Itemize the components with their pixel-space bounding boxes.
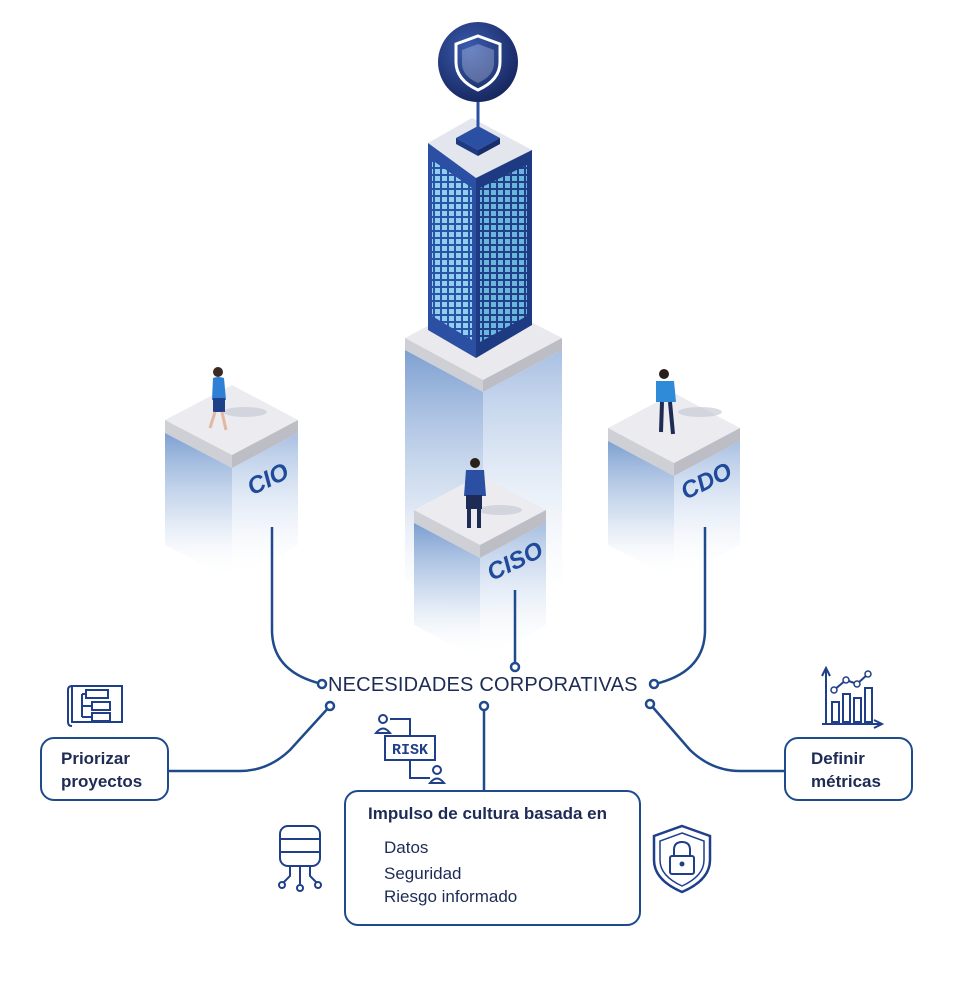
ciso-pillar [414,475,546,660]
flowchart-icon [67,685,123,727]
building-tower [428,100,532,358]
priorizar-proyectos-box: Priorizar proyectos [40,737,169,801]
priorizar-line-2: proyectos [61,772,143,791]
lock-shield-icon [652,824,712,894]
definir-line-1: Definir [811,749,865,768]
impulso-item-riesgo: Riesgo informado [384,887,518,906]
cio-pillar [165,385,298,580]
connector-nodes [316,661,660,712]
impulso-item-seguridad: Seguridad [384,864,462,883]
cio-person [208,367,228,431]
impulso-cultura-box: Impulso de cultura basada en Datos Segur… [344,790,641,926]
risk-icon: RISK [373,714,447,784]
risk-icon-label: RISK [392,742,428,759]
definir-line-2: métricas [811,772,881,791]
central-label: NECESIDADES CORPORATIVAS [328,674,638,696]
priorizar-line-1: Priorizar [61,749,130,768]
database-icon [278,825,322,892]
ciso-person [464,458,486,528]
definir-metricas-box: Definir métricas [784,737,913,801]
impulso-item-datos: Datos [384,838,429,857]
impulso-title: Impulso de cultura basada en [368,804,608,823]
connector-lines [169,527,784,790]
bar-chart-icon [821,665,885,729]
shield-badge-icon [438,22,518,102]
cdo-person [656,369,676,435]
